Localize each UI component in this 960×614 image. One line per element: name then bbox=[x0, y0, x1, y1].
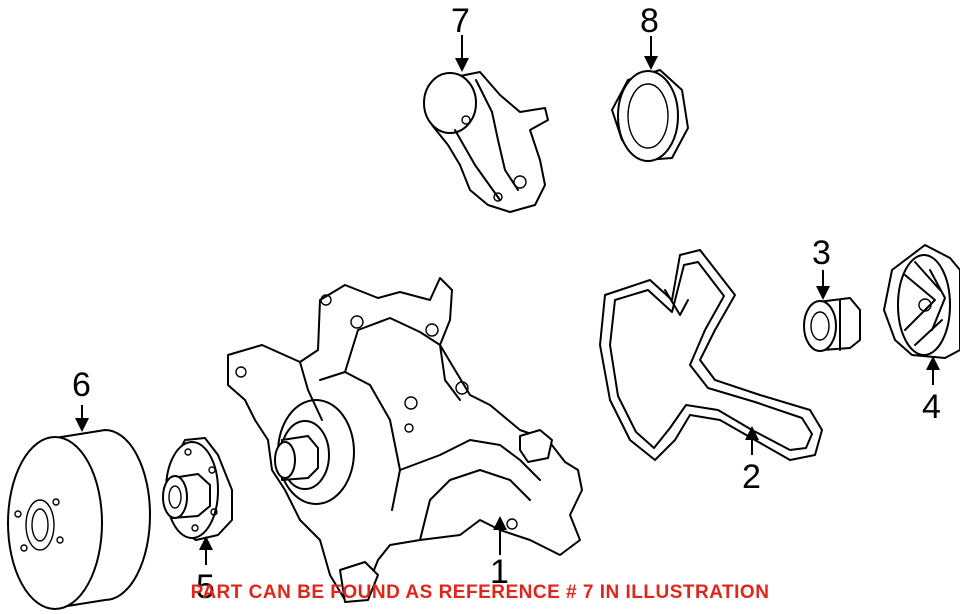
thermostat-housing-part-7 bbox=[423, 71, 549, 213]
impeller-part-4 bbox=[883, 244, 960, 359]
callout-arrows bbox=[75, 35, 940, 565]
reference-note: PART CAN BE FOUND AS REFERENCE # 7 IN IL… bbox=[190, 582, 770, 603]
plug-part-3 bbox=[803, 297, 861, 352]
callout-5: 5 bbox=[196, 568, 215, 606]
callout-7: 7 bbox=[451, 2, 470, 40]
seal-ring-part-8 bbox=[611, 69, 689, 162]
callout-1: 1 bbox=[490, 553, 509, 591]
callout-4: 4 bbox=[922, 388, 941, 426]
callout-6: 6 bbox=[72, 366, 91, 404]
pulley-part-6 bbox=[7, 429, 151, 610]
water-pump-part-1 bbox=[227, 277, 583, 603]
callout-2: 2 bbox=[742, 458, 761, 496]
hub-part-5 bbox=[162, 437, 233, 541]
callout-8: 8 bbox=[640, 2, 659, 40]
callout-3: 3 bbox=[812, 234, 831, 272]
gasket-part-2 bbox=[599, 249, 823, 461]
